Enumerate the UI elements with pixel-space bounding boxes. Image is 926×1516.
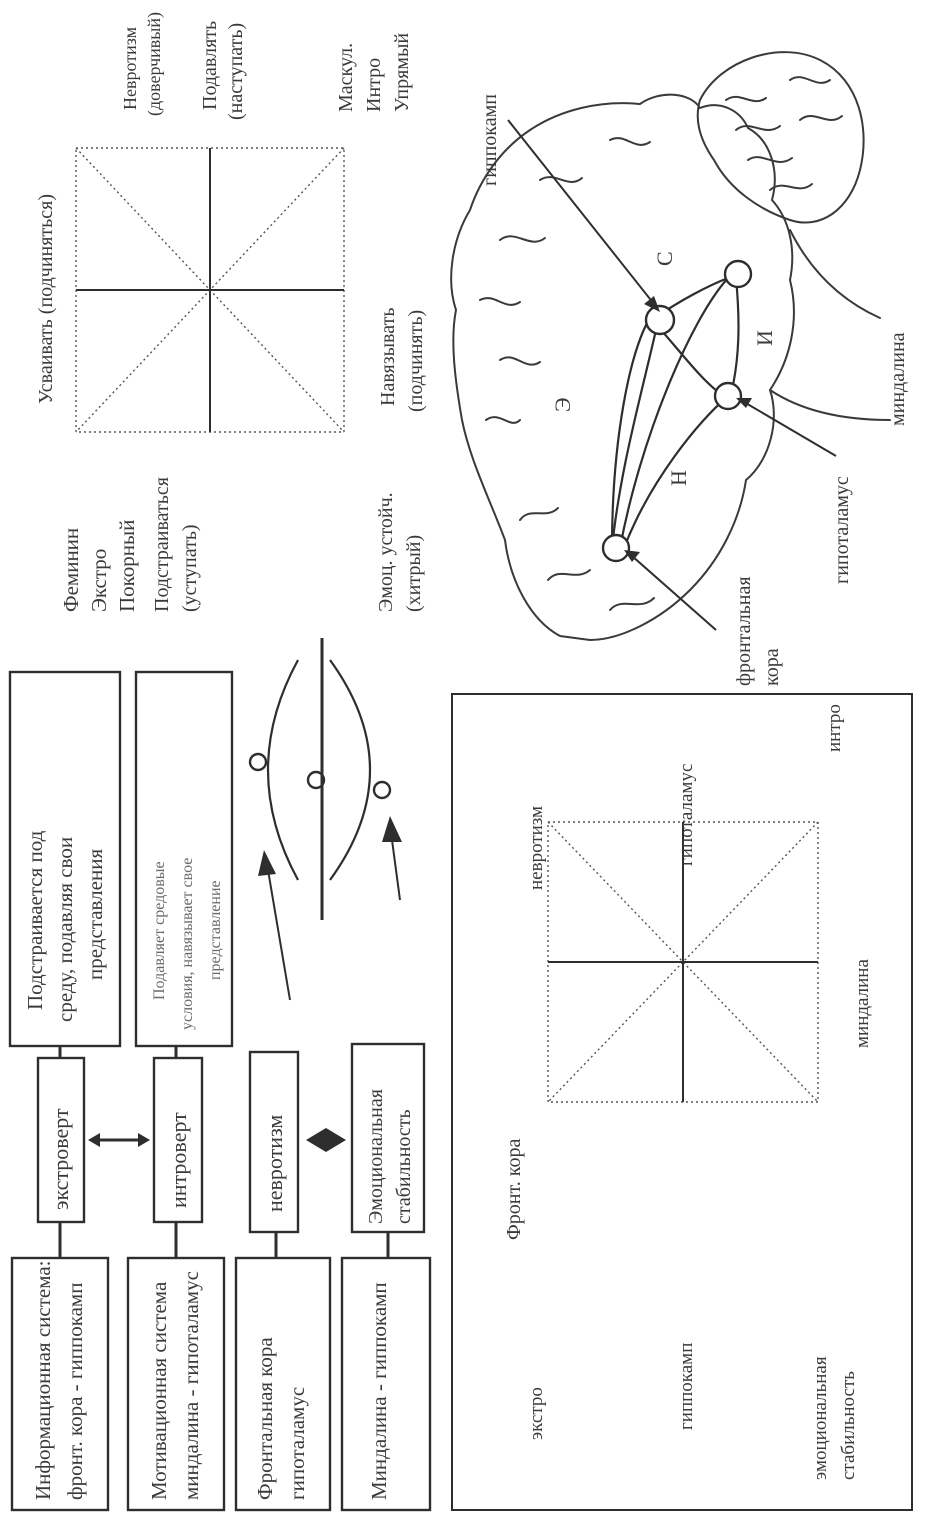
pointer-frontal — [624, 550, 717, 631]
brain-letter-i: И — [752, 330, 777, 346]
system-box-information-line1: Информационная система: — [31, 1260, 55, 1500]
upper-label-corner-bl-1: Эмоц. устойч. — [375, 492, 397, 612]
system-box-information: Информационная система: фронт. кора - ги… — [10, 1256, 110, 1512]
lower-label-corner-bl-line2: стабильность — [838, 1371, 859, 1480]
lower-label-left: гиппокамп — [676, 1343, 697, 1430]
brain-label-frontal-2: кора — [761, 648, 783, 686]
trait-box-extravert-label: экстроверт — [48, 1108, 73, 1210]
upper-label-corner-br-3: Упрямый — [391, 33, 413, 112]
system-box-frontal-line2: гипоталамус — [285, 1387, 309, 1500]
trait-box-stability: Эмоциональная стабильность — [350, 1042, 426, 1234]
upper-label-corner-tr-1: Невротизм — [120, 27, 140, 110]
upper-label-corner-tl-1: Феминин — [59, 528, 83, 612]
desc-box-adapts-line3: представления — [83, 849, 107, 980]
upper-label-corner-bl-2: (хитрый) — [403, 535, 425, 612]
upper-label-left-1: Подстраиваться — [151, 477, 173, 612]
desc-box-adapts-line2: среду, подавляя свои — [53, 837, 77, 1022]
center-node — [306, 770, 326, 790]
node-frontal-cortex-icon — [601, 533, 631, 563]
double-arrow-neuro-stability — [306, 1128, 346, 1152]
trait-box-extravert: экстроверт — [36, 1056, 86, 1224]
brain-label-hippocampus: гиппокамп — [479, 94, 501, 186]
trait-box-neuroticism-label: невротизм — [262, 1115, 287, 1212]
brain-label-amygdala: миндалина — [887, 332, 909, 426]
brain-outline — [450, 51, 891, 642]
desc-box-adapts: Подстраивается под среду, подавляя свои … — [8, 670, 122, 1048]
stability-curve — [329, 659, 402, 901]
node-hypothalamus-icon — [713, 381, 743, 411]
upper-label-bottom-2: (подчинять) — [405, 310, 427, 412]
system-box-motivation-line2: миндалина - гипоталамус — [179, 1271, 203, 1500]
pointer-hippocampus — [507, 119, 660, 312]
trait-box-introvert: интроверт — [152, 1056, 204, 1224]
trait-box-introvert-label: интроверт — [166, 1112, 191, 1208]
brain-letter-e: Э — [550, 397, 575, 412]
lower-label-corner-bl-line1: эмоциональная — [810, 1356, 831, 1480]
system-box-amygdala-line1: Миндалина - гиппокамп — [367, 1282, 391, 1500]
upper-label-left-2: (уступать) — [179, 524, 201, 612]
upper-label-corner-br-1: Маскул. — [335, 43, 357, 112]
brain-label-hypothalamus: гипоталамус — [831, 476, 853, 584]
upper-label-corner-br-2: Интро — [363, 58, 385, 112]
system-box-frontal: Фронтальная кора гипоталамус — [234, 1256, 332, 1512]
trait-box-stability-line2: стабильность — [393, 1109, 415, 1224]
upper-label-right-1: Подавлять — [199, 21, 221, 110]
trait-box-stability-line1: Эмоциональная — [365, 1089, 387, 1224]
brain-label-frontal-1: фронтальная — [733, 576, 755, 686]
lower-label-top: Фронт. кора — [503, 1139, 525, 1240]
upper-label-bottom-1: Навязывать — [377, 308, 399, 406]
lower-label-corner-tl: экстро — [526, 1387, 547, 1440]
desc-box-adapts-line1: Подстраивается под — [23, 830, 47, 1010]
neuroticism-curve-node-icon — [248, 752, 268, 772]
upper-label-corner-tl-3: Покорный — [115, 520, 139, 612]
upper-label-corner-tr-2: (доверчивый) — [144, 12, 165, 116]
brain-network — [610, 276, 740, 549]
system-box-motivation-line1: Мотивационная система — [147, 1281, 171, 1500]
brain-letter-c: С — [652, 251, 677, 266]
upper-label-top: Усваивать (подчиняться) — [35, 194, 57, 404]
desc-box-suppresses-line2: условия, навязывает свое — [179, 858, 196, 1030]
system-box-motivation: Мотивационная система миндалина - гипота… — [126, 1256, 226, 1512]
system-box-amygdala: Миндалина - гиппокамп — [340, 1256, 432, 1512]
brain-letter-n: Н — [666, 470, 691, 486]
desc-box-suppresses-line3: представление — [207, 880, 224, 980]
pointer-hypothalamus — [736, 398, 837, 457]
desc-box-suppresses-line1: Подавляет средовые — [151, 861, 168, 1000]
upper-label-right-2: (наступать) — [225, 23, 247, 120]
node-amygdala-icon — [723, 259, 753, 289]
upper-label-corner-tl-2: Экстро — [87, 549, 111, 612]
stability-curve-node-icon — [372, 780, 392, 800]
lower-frame — [451, 693, 913, 1511]
trait-box-neuroticism: невротизм — [248, 1050, 300, 1234]
upper-square — [75, 147, 345, 433]
lower-label-right: гипоталамус — [676, 764, 697, 866]
system-box-information-line2: фронт. кора - гиппокамп — [63, 1283, 87, 1500]
double-arrow-extra-intro — [88, 1133, 150, 1147]
lower-square — [547, 821, 819, 1103]
lower-label-corner-tr: невротизм — [526, 806, 547, 890]
system-box-frontal-line1: Фронтальная кора — [253, 1337, 277, 1500]
lower-label-bottom: миндалина — [852, 959, 873, 1048]
node-hippocampus-icon — [644, 304, 676, 336]
desc-box-suppresses: Подавляет средовые условия, навязывает с… — [134, 670, 234, 1048]
lower-label-corner-br: интро — [824, 704, 845, 752]
neuroticism-curve — [248, 659, 299, 1001]
